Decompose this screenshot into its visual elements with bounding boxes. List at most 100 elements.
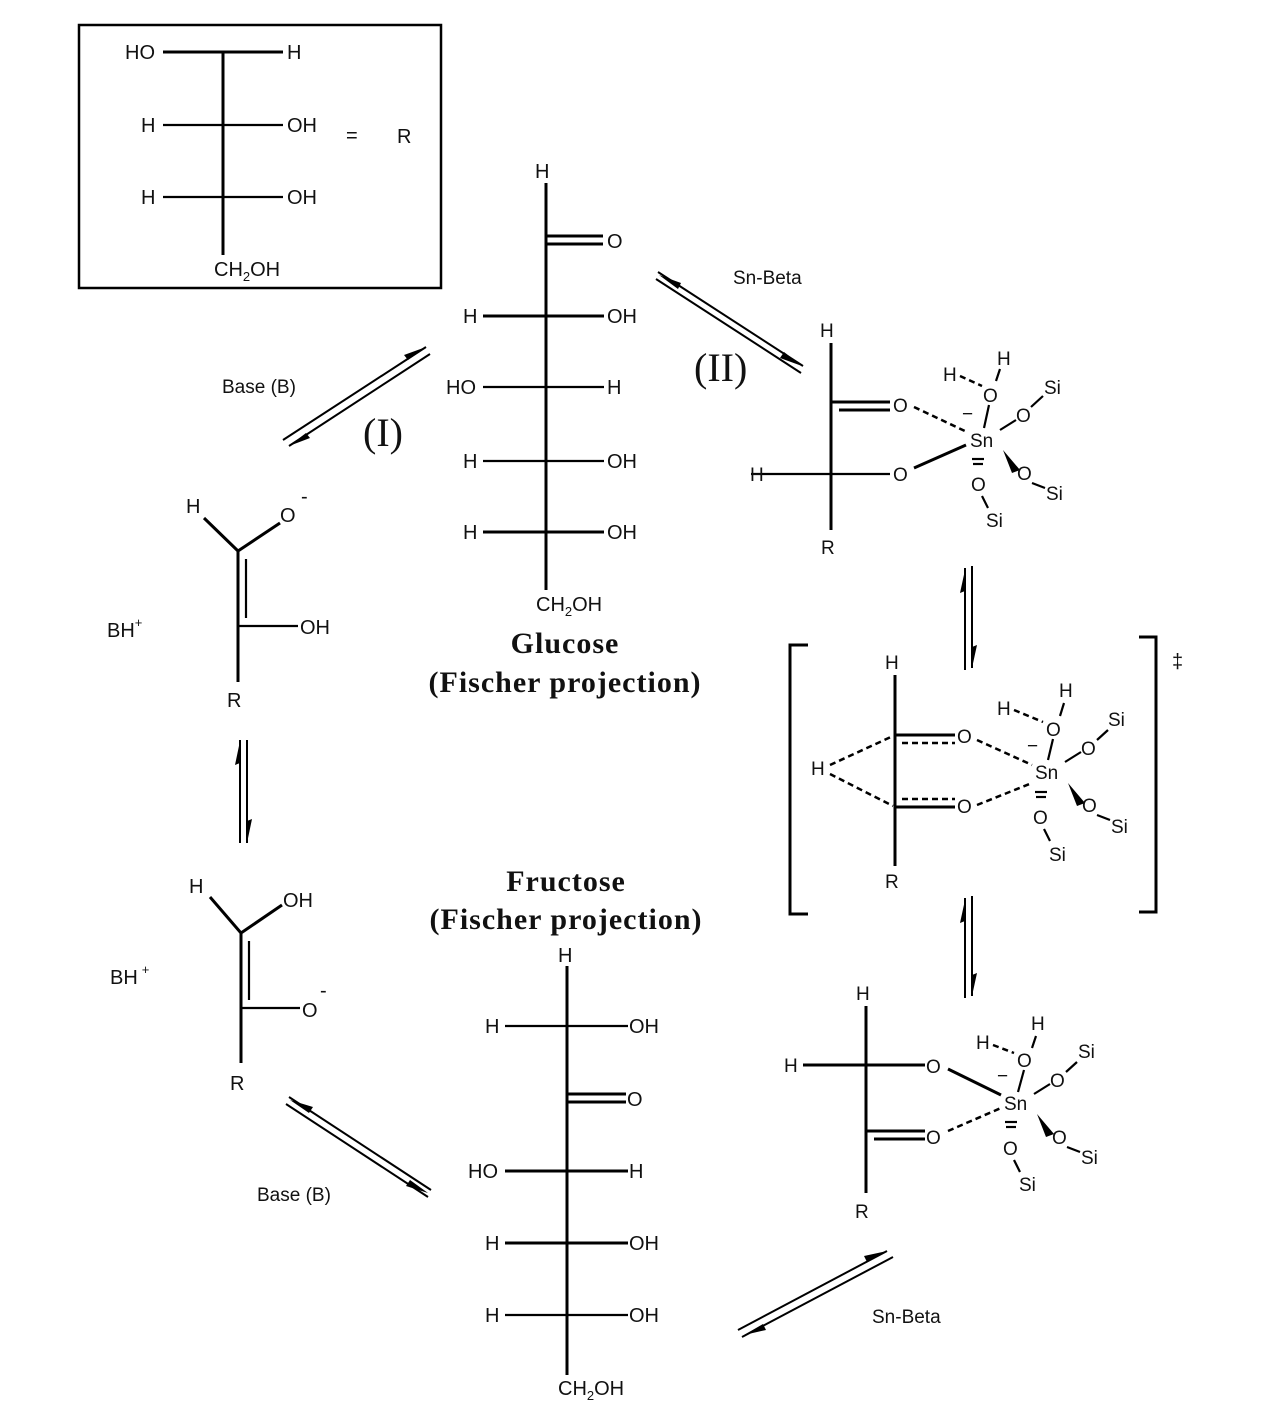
catalyst-label-sn-beta: Sn-Beta	[872, 1307, 941, 1328]
substituent-right: OH	[629, 1305, 659, 1327]
atom-h: H	[558, 945, 572, 967]
atom-o: O	[957, 797, 972, 818]
atom-h: H	[750, 465, 764, 486]
atom-h: H	[943, 365, 957, 386]
bracket-right	[1139, 635, 1158, 914]
sn-complex-fructose: H H O O R Sn − H H O O Si O Si O Si	[784, 984, 1098, 1223]
bracket-left	[788, 643, 808, 916]
atom-h: H	[976, 1033, 990, 1054]
equals-sign: =	[346, 125, 358, 147]
atom-o: O	[893, 396, 908, 417]
equilibrium-arrow-sn-beta-bottom: Sn-Beta	[737, 1250, 941, 1338]
atom-si: Si	[1046, 484, 1063, 505]
legend-frame	[77, 23, 443, 290]
atom-h: H	[189, 876, 203, 898]
atom-h: H	[784, 1056, 798, 1077]
atom-r: R	[855, 1202, 869, 1223]
equilibrium-arrow-route-II: Sn-Beta (II)	[655, 268, 804, 390]
atom-sn: Sn	[970, 431, 993, 452]
charge-minus: −	[997, 1066, 1008, 1087]
substituent-left: H	[141, 187, 155, 209]
substituent-right: H	[629, 1161, 643, 1183]
charge-minus: −	[1027, 736, 1038, 757]
atom-h: H	[885, 653, 899, 674]
atom-o: O	[1081, 739, 1096, 760]
equilibrium-arrow-enediolate	[235, 740, 252, 843]
charge-minus: -	[320, 980, 327, 1002]
substituent-right: OH	[629, 1016, 659, 1038]
atom-o: O	[983, 386, 998, 407]
atom-o: O	[1016, 406, 1031, 427]
atom-h: H	[997, 349, 1011, 370]
atom-o: O	[971, 475, 986, 496]
substituent-right: H	[287, 42, 301, 64]
atom-o: O	[893, 465, 908, 486]
substituent-left: HO	[446, 377, 476, 399]
substituent-left: H	[485, 1305, 499, 1327]
double-dagger-symbol: ‡	[1172, 651, 1183, 673]
atom-h: H	[1031, 1014, 1045, 1035]
enediolate-intermediate-2: H OH O - R BH+	[110, 876, 327, 1095]
substituent-left: H	[141, 115, 155, 137]
transition-state: ‡ H H O O R Sn − H H O O Si O Si O Si	[788, 635, 1183, 916]
glucose-projection-label: (Fischer projection)	[429, 666, 702, 699]
atom-sn: Sn	[1004, 1094, 1027, 1115]
atom-oh: OH	[283, 890, 313, 912]
sn-complex-glucose: H O H O R Sn − H H O O Si O Si O Si	[750, 321, 1063, 559]
substituent-right: OH	[629, 1233, 659, 1255]
atom-o: O	[302, 1000, 318, 1022]
equilibrium-arrow-base-bottom: Base (B)	[257, 1096, 432, 1206]
counter-ion: BH+	[110, 962, 149, 989]
atom-h: H	[997, 699, 1011, 720]
atom-h: H	[856, 984, 870, 1005]
atom-o: O	[1033, 808, 1048, 829]
substituent-left: H	[463, 451, 477, 473]
substituent-left: HO	[468, 1161, 498, 1183]
atom-sn: Sn	[1035, 763, 1058, 784]
substituent-right: OH	[287, 115, 317, 137]
substituent-right: OH	[287, 187, 317, 209]
atom-si: Si	[1111, 817, 1128, 838]
substituent-left: H	[485, 1233, 499, 1255]
atom-si: Si	[1044, 378, 1061, 399]
atom-si: Si	[986, 511, 1003, 532]
atom-o: O	[1003, 1139, 1018, 1160]
substituent-left: H	[485, 1016, 499, 1038]
substituent-left: H	[463, 306, 477, 328]
equilibrium-arrow-route-I: Base (B) (I)	[222, 346, 431, 455]
r-group-definition-box: HO H H OH H OH CH2OH = R	[77, 23, 443, 290]
fructose-title: Fructose	[506, 865, 626, 898]
atom-r: R	[230, 1073, 244, 1095]
glucose-title: Glucose	[511, 627, 620, 660]
atom-o: O	[1050, 1071, 1065, 1092]
atom-r: R	[885, 872, 899, 893]
terminal-group: CH2OH	[214, 259, 280, 284]
atom-o: O	[1017, 1051, 1032, 1072]
charge-minus: −	[962, 404, 973, 425]
terminal-group: CH2OH	[536, 594, 602, 619]
substituent-left: H	[463, 522, 477, 544]
equilibrium-arrow-from-transition-state	[960, 896, 977, 998]
fructose-projection-label: (Fischer projection)	[430, 903, 703, 936]
atom-h: H	[186, 496, 200, 518]
terminal-group: CH2OH	[558, 1378, 624, 1403]
atom-oh: OH	[300, 617, 330, 639]
atom-o: O	[627, 1089, 643, 1111]
atom-o: O	[926, 1128, 941, 1149]
equilibrium-arrow-to-transition-state	[960, 566, 977, 670]
atom-si: Si	[1108, 710, 1125, 731]
substituent-right: OH	[607, 306, 637, 328]
atom-r: R	[821, 538, 835, 559]
atom-si: Si	[1019, 1175, 1036, 1196]
substituent-right: H	[607, 377, 621, 399]
atom-si: Si	[1081, 1148, 1098, 1169]
atom-si: Si	[1078, 1042, 1095, 1063]
substituent-right: OH	[607, 451, 637, 473]
enediolate-intermediate-1: H O - OH R BH+	[107, 486, 330, 712]
atom-h: H	[1059, 681, 1073, 702]
charge-minus: -	[301, 486, 308, 508]
substituent-right: OH	[607, 522, 637, 544]
counter-ion: BH+	[107, 615, 142, 642]
atom-o: O	[280, 505, 296, 527]
